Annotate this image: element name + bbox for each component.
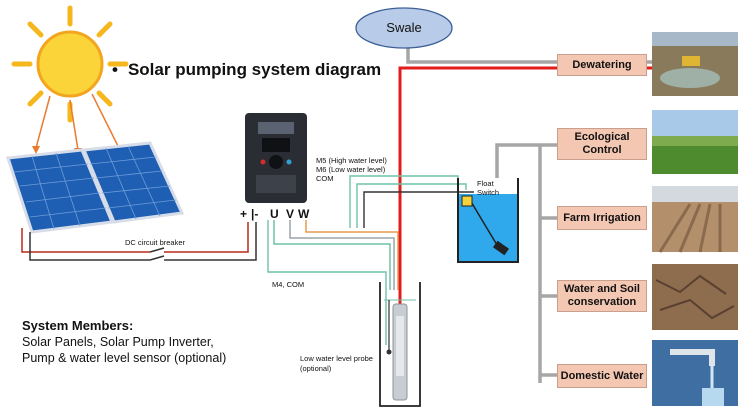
system-members: System Members: Solar Panels, Solar Pump… bbox=[22, 318, 226, 366]
dewatering-box: Dewatering bbox=[557, 54, 647, 76]
irrigation-photo bbox=[652, 186, 738, 253]
probe-label: Low water level probe bbox=[300, 354, 373, 363]
w-terminal-label: W bbox=[298, 207, 310, 221]
com-label: COM bbox=[316, 174, 334, 183]
application-photos bbox=[652, 32, 738, 406]
ecological-photo bbox=[652, 110, 738, 174]
plus-terminal-label: + bbox=[240, 207, 248, 221]
sun-rays bbox=[35, 93, 121, 151]
diagram-title: •Solar pumping system diagram bbox=[112, 60, 382, 79]
members-line-2: Pump & water level sensor (optional) bbox=[22, 351, 227, 365]
members-line-1: Solar Panels, Solar Pump Inverter, bbox=[22, 335, 214, 349]
members-heading: System Members: bbox=[22, 318, 134, 333]
domestic-water-photo bbox=[652, 340, 738, 406]
switch-label: Switch bbox=[477, 188, 500, 197]
domestic-water-box: Domestic Water bbox=[557, 364, 647, 388]
float-switch-icon bbox=[461, 195, 473, 207]
swale-ellipse bbox=[355, 7, 453, 49]
dc-breaker-icon bbox=[149, 247, 165, 261]
m6-label: M6 (Low water level) bbox=[316, 165, 386, 174]
swale-label: Swale bbox=[386, 20, 422, 35]
dewatering-photo bbox=[652, 32, 738, 96]
level-probe-icon bbox=[386, 349, 392, 355]
soil-photo bbox=[652, 264, 738, 330]
m5-label: M5 (High water level) bbox=[316, 156, 387, 165]
solar-panels bbox=[6, 141, 185, 234]
red-outlet-pipe bbox=[398, 66, 652, 308]
motor-wiring bbox=[273, 220, 399, 290]
minus-terminal-label: |- bbox=[251, 207, 259, 221]
v-terminal-label: V bbox=[286, 207, 295, 221]
u-terminal-label: U bbox=[270, 207, 279, 221]
inverter bbox=[245, 113, 307, 203]
pipe-to-ecological bbox=[495, 143, 557, 178]
water-tank bbox=[457, 178, 519, 263]
probe-optional-label: (optional) bbox=[300, 364, 332, 373]
pipe-to-dewatering bbox=[406, 47, 557, 64]
dc-wiring bbox=[21, 222, 257, 261]
sun-icon bbox=[11, 5, 129, 123]
float-label: Float bbox=[477, 179, 494, 188]
dc-breaker-label: DC circuit breaker bbox=[125, 238, 186, 247]
m4-com-label: M4, COM bbox=[272, 280, 305, 289]
farm-irrigation-box: Farm Irrigation bbox=[557, 206, 647, 230]
well bbox=[379, 282, 421, 407]
